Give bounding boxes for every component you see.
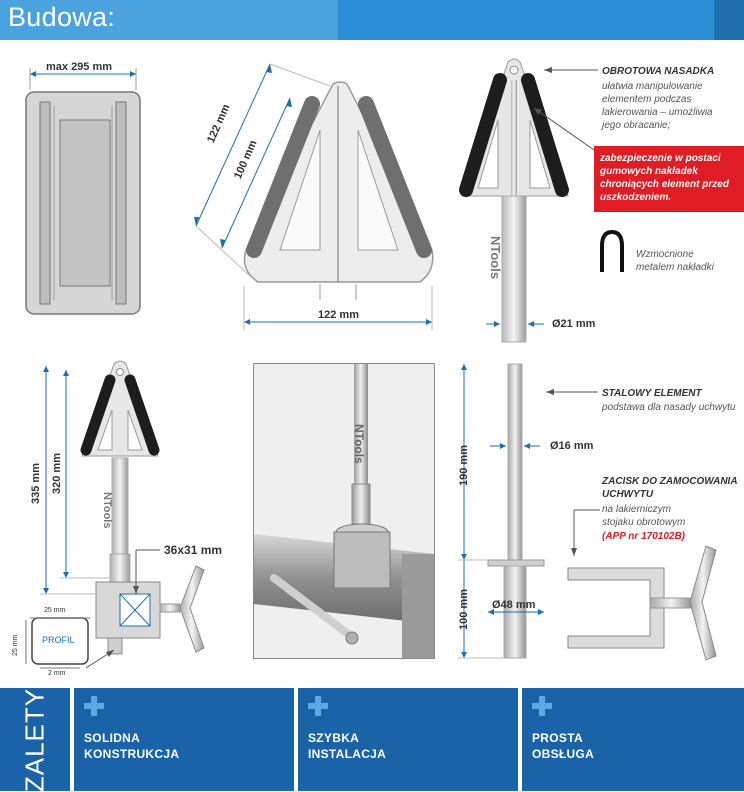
steel-element-desc: podstawa dla nasady uchwytu [602, 402, 736, 413]
advantages-label: ZALETY [19, 687, 50, 792]
protection-note-text: zabezpieczenie w postaci gumowych nakład… [600, 152, 740, 204]
plus-icon [530, 694, 554, 718]
protection-note-line: zabezpieczenie w postaci [600, 153, 721, 164]
profile-wall: 2 mm [48, 670, 66, 677]
nasadka-desc-line: elementem podczas [602, 94, 692, 105]
advantage-solid-construction: SOLIDNA KONSTRUKCJA [74, 688, 294, 791]
plus-icon [306, 694, 330, 718]
reinforce-line: Wzmocnione [636, 249, 694, 260]
header-bar: Budowa: [0, 0, 744, 40]
nasadka-title: OBROTOWA NASADKA [602, 66, 715, 77]
advantage-text: PROSTA OBSŁUGA [532, 730, 594, 762]
steel-diameter-48: Ø48 mm [492, 599, 536, 611]
advantage-quick-installation: SZYBKA INSTALACJA [298, 688, 518, 791]
protection-note-line: uszkodzeniem. [600, 192, 672, 203]
installation-photo-art [254, 364, 434, 658]
profile-width: 25 mm [44, 607, 66, 614]
installation-photo: NTools [253, 363, 435, 659]
reinforce-caption: Wzmocnione metalem nakładki [636, 248, 714, 274]
steel-height-190: 190 mm [458, 445, 470, 486]
protection-note-line: gumowych nakładek [600, 166, 698, 177]
advantage-line: SOLIDNA [84, 731, 141, 745]
header-band-middle [338, 0, 714, 40]
nasadka-desc-line: lakierowania – umożliwia [602, 107, 713, 118]
clamp-desc-line: stojaku obrotowym [602, 517, 686, 528]
clamp-description: na lakierniczym stojaku obrotowym [602, 503, 685, 529]
clamp-title: ZACISK DO ZAMOCOWANIA UCHWYTU [602, 475, 738, 501]
page-title: Budowa: [8, 2, 116, 32]
advantage-text: SOLIDNA KONSTRUKCJA [84, 730, 179, 762]
clamp-title-line: ZACISK DO ZAMOCOWANIA [602, 476, 738, 487]
advantages-side-panel: ZALETY [0, 687, 70, 792]
clamp-title-line: UCHWYTU [602, 489, 654, 500]
clamp-desc-line: na lakierniczym [602, 504, 671, 515]
nasadka-diameter: Ø21 mm [552, 318, 596, 330]
protection-note-line: chroniących element przed [600, 179, 729, 190]
advantages-footer: ZALETY SOLIDNA KONSTRUKCJA SZYBKA INSTAL… [0, 687, 744, 792]
steel-element-title: STALOWY ELEMENT [602, 388, 702, 399]
advantage-text: SZYBKA INSTALACJA [308, 730, 386, 762]
advantage-line: OBSŁUGA [532, 747, 595, 761]
steel-height-100: 100 mm [458, 589, 470, 630]
plus-icon [82, 694, 106, 718]
nasadka-desc-line: ułatwia manipulowanie [602, 81, 703, 92]
header-band-right [714, 0, 744, 40]
reinforce-line: metalem nakładki [636, 262, 714, 273]
advantage-simple-operation: PROSTA OBSŁUGA [522, 688, 744, 791]
steel-diameter-16: Ø16 mm [550, 440, 594, 452]
rim-width-dimension: max 295 mm [46, 61, 113, 73]
profile-size-dimension: 36x31 mm [164, 543, 223, 557]
clamp-app-number: (APP nr 170102B) [602, 531, 685, 542]
nasadka-description: ułatwia manipulowanie elementem podczas … [602, 80, 713, 132]
advantage-line: PROSTA [532, 731, 583, 745]
advantage-line: SZYBKA [308, 731, 360, 745]
protection-note-box: zabezpieczenie w postaci gumowych nakład… [594, 146, 744, 212]
advantage-line: INSTALACJA [308, 747, 387, 761]
profile-label: PROFIL [42, 635, 75, 645]
nasadka-desc-line: jego obracanie; [602, 120, 671, 131]
triangle-bottom-dimension: 122 mm [318, 309, 359, 321]
advantage-line: KONSTRUKCJA [84, 747, 180, 761]
